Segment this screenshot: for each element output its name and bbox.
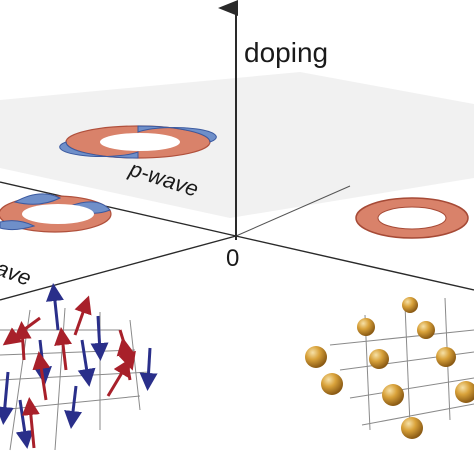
axis-right-back — [235, 185, 351, 237]
origin-label: 0 — [226, 245, 239, 272]
sphere-lattice-icon — [305, 297, 474, 439]
four-lobe-order-parameter-icon — [0, 193, 112, 233]
doping-axis-label: doping — [244, 37, 328, 68]
spin-arrow-lattice-icon — [0, 283, 158, 451]
left-axis-label-fragment: ave — [0, 255, 35, 291]
ring-order-parameter-icon — [355, 197, 469, 239]
two-lobe-order-parameter-icon — [59, 125, 217, 159]
axis-left-front — [0, 235, 237, 301]
axis-left-back — [0, 181, 237, 237]
axis-right-front — [235, 235, 474, 291]
